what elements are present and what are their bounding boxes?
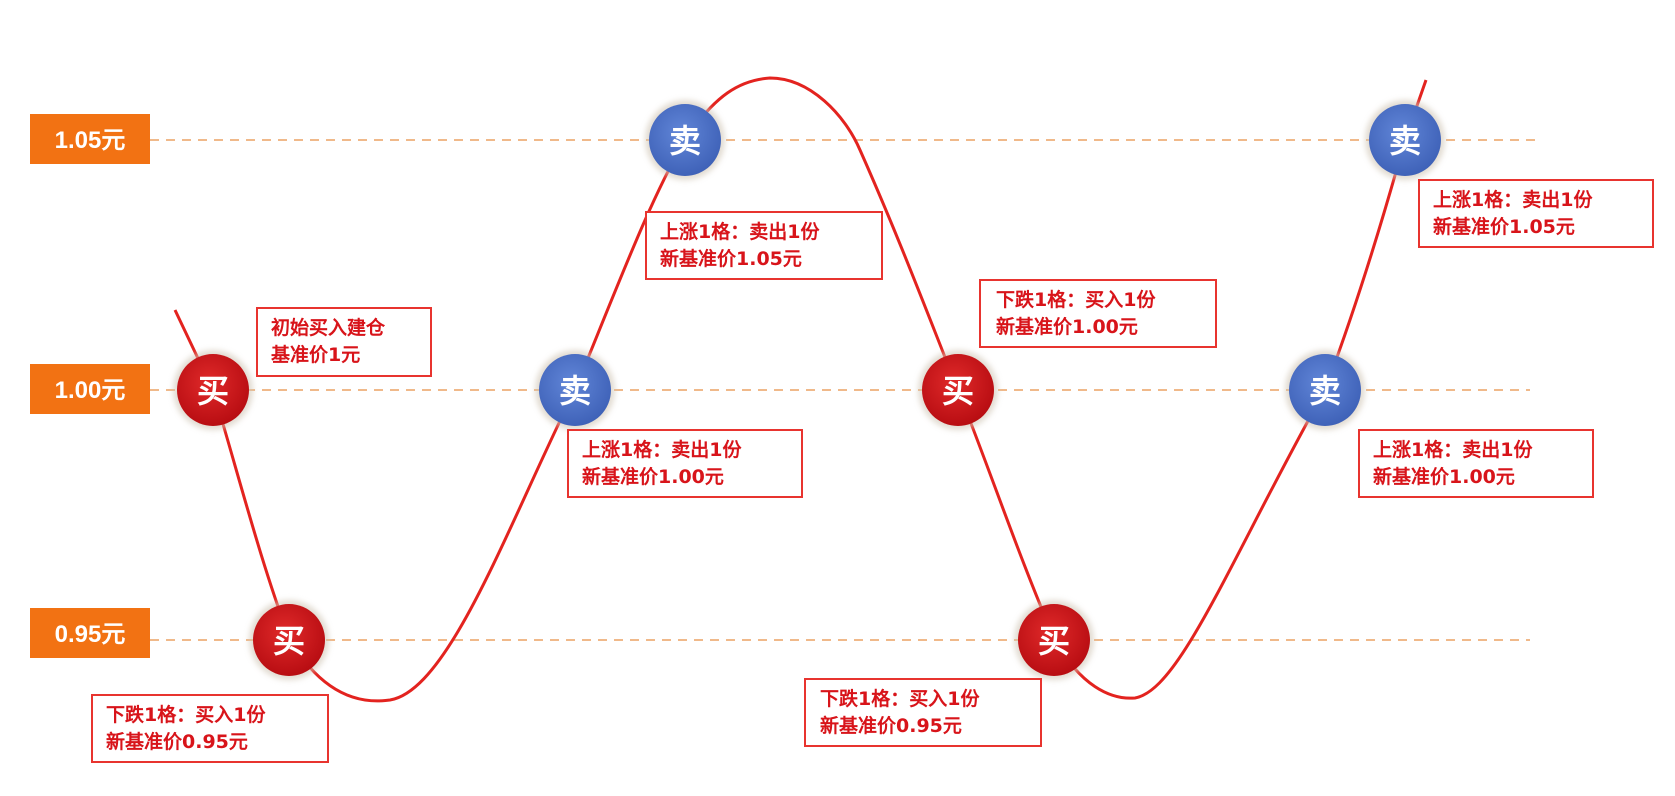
svg-text:卖: 卖 [669, 122, 701, 160]
sell-node-1-00-b: 卖 [1285, 350, 1365, 430]
svg-text:买: 买 [1038, 622, 1070, 660]
note-sell-1-00-b: 上涨1格：卖出1份 新基准价1.00元 [1358, 429, 1594, 498]
svg-text:下跌1格：买入1份: 下跌1格：买入1份 [106, 703, 266, 726]
svg-text:新基准价0.95元: 新基准价0.95元 [106, 730, 248, 753]
svg-text:新基准价1.05元: 新基准价1.05元 [1433, 215, 1575, 238]
note-buy-0-95-b: 下跌1格：买入1份 新基准价0.95元 [804, 678, 1042, 747]
svg-text:上涨1格：卖出1份: 上涨1格：卖出1份 [1433, 188, 1593, 211]
svg-text:基准价1元: 基准价1元 [270, 343, 360, 366]
sell-node-1-00-a: 卖 [535, 350, 615, 430]
svg-text:1.05元: 1.05元 [55, 127, 126, 154]
sell-node-1-05-a: 卖 [645, 100, 725, 180]
svg-text:新基准价1.05元: 新基准价1.05元 [660, 247, 802, 270]
svg-text:卖: 卖 [1309, 372, 1341, 410]
svg-text:卖: 卖 [1389, 122, 1421, 160]
note-initial-buy: 初始买入建仓 基准价1元 [256, 307, 432, 377]
sell-node-1-05-b: 卖 [1365, 100, 1445, 180]
buy-node-initial: 买 [173, 350, 253, 430]
price-tag-0-95: 0.95元 [30, 608, 150, 658]
svg-text:买: 买 [197, 372, 229, 410]
note-sell-1-00-a: 上涨1格：卖出1份 新基准价1.00元 [567, 429, 803, 498]
svg-text:买: 买 [273, 622, 305, 660]
svg-text:新基准价1.00元: 新基准价1.00元 [582, 465, 724, 488]
svg-text:新基准价1.00元: 新基准价1.00元 [1373, 465, 1515, 488]
svg-text:上涨1格：卖出1份: 上涨1格：卖出1份 [660, 220, 820, 243]
price-tag-1-00: 1.00元 [30, 364, 150, 414]
svg-text:新基准价1.00元: 新基准价1.00元 [996, 315, 1138, 338]
svg-text:初始买入建仓: 初始买入建仓 [271, 316, 386, 339]
note-sell-1-05-a: 上涨1格：卖出1份 新基准价1.05元 [645, 211, 883, 280]
buy-node-0-95-a: 买 [249, 600, 329, 680]
svg-text:下跌1格：买入1份: 下跌1格：买入1份 [820, 687, 980, 710]
svg-text:上涨1格：卖出1份: 上涨1格：卖出1份 [1373, 438, 1533, 461]
buy-node-0-95-b: 买 [1014, 600, 1094, 680]
note-buy-1-00-b: 下跌1格：买入1份 新基准价1.00元 [979, 279, 1217, 348]
svg-text:0.95元: 0.95元 [55, 621, 126, 648]
buy-node-1-00-b: 买 [918, 350, 998, 430]
svg-text:上涨1格：卖出1份: 上涨1格：卖出1份 [582, 438, 742, 461]
svg-text:下跌1格：买入1份: 下跌1格：买入1份 [996, 288, 1156, 311]
svg-text:买: 买 [942, 372, 974, 410]
note-sell-1-05-b: 上涨1格：卖出1份 新基准价1.05元 [1418, 179, 1654, 248]
price-tag-1-05: 1.05元 [30, 114, 150, 164]
price-curve [173, 76, 1428, 703]
svg-text:新基准价0.95元: 新基准价0.95元 [820, 714, 962, 737]
svg-text:1.00元: 1.00元 [55, 377, 126, 404]
svg-text:卖: 卖 [559, 372, 591, 410]
note-buy-0-95-a: 下跌1格：买入1份 新基准价0.95元 [91, 694, 329, 763]
